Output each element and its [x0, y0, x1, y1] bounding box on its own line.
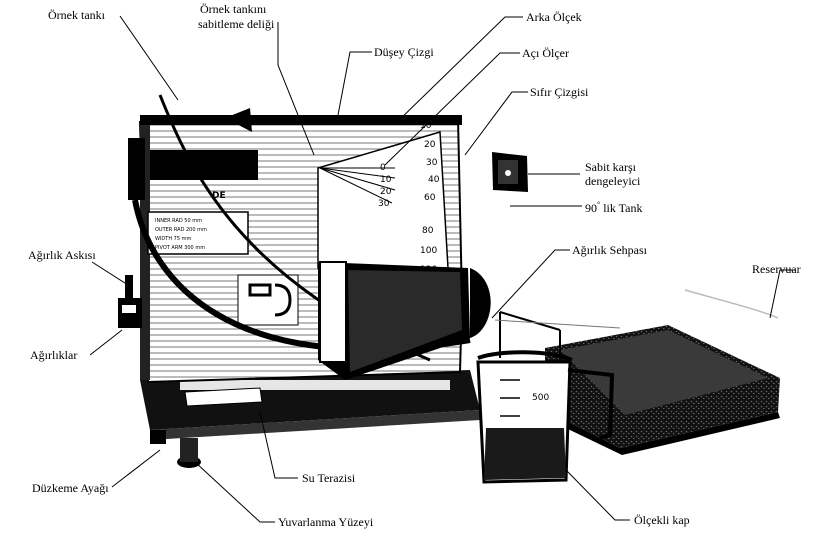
label-rolling-surface: Yuvarlanma Yüzeyi	[278, 515, 374, 529]
label-weights: Ağırlıklar	[30, 348, 78, 362]
angle-tick: 10	[380, 175, 392, 185]
tank-90-number: 90	[585, 201, 597, 215]
label-fixing-hole-line2: sabitleme deliği	[198, 17, 275, 31]
graduated-beaker: 500	[476, 350, 615, 484]
leveling-feet	[150, 430, 201, 468]
leader-reservoir	[769, 269, 795, 319]
spec-line: WIDTH 75 mm	[155, 236, 191, 242]
label-tank-90: 90° lik Tank	[585, 200, 643, 215]
panel-mark: DE	[212, 191, 226, 201]
back-scale-tick: 30	[426, 158, 438, 168]
angle-tick: 0	[380, 163, 386, 173]
tank-90-suffix: lik Tank	[600, 201, 643, 215]
back-scale-tick: 40	[428, 175, 440, 185]
back-scale-tick: 20	[424, 140, 436, 150]
beaker-mark: 500	[532, 393, 549, 403]
weight-hanger-group	[118, 275, 142, 328]
leader-water-level	[259, 411, 298, 479]
label-weight-stand: Ağırlık Sehpası	[572, 243, 647, 257]
label-water-level: Su Terazisi	[302, 471, 356, 485]
leader-zero-line	[464, 91, 528, 156]
label-reservoir: Reservuar	[752, 262, 801, 276]
label-back-scale: Arka Ölçek	[526, 10, 582, 24]
leader-rolling-surface	[194, 461, 275, 523]
leader-weight-stand	[491, 249, 570, 319]
back-scale-tick: 80	[422, 226, 434, 236]
label-vertical-line: Düşey Çizgi	[374, 45, 434, 59]
logo-mark	[237, 274, 299, 326]
leader-vertical-line	[337, 51, 372, 116]
angle-tick: 30	[378, 199, 390, 209]
counterbalance	[492, 152, 528, 192]
label-fixing-hole-line1: Örnek tankını	[200, 2, 267, 16]
spec-plate: INNER RAD 50 mm OUTER RAD 200 mm WIDTH 7…	[147, 211, 249, 255]
label-weight-hanger: Ağırlık Askısı	[28, 248, 96, 262]
leader-graduated-cup	[565, 469, 630, 521]
leader-lines	[89, 15, 795, 523]
base-frame	[140, 370, 480, 440]
leader-weight-hanger	[91, 261, 129, 286]
leader-weights	[89, 329, 123, 356]
leader-sample-tank	[119, 15, 179, 101]
spec-line: INNER RAD 50 mm	[155, 218, 202, 224]
label-leveling-foot: Düzkeme Ayağı	[32, 481, 109, 495]
back-scale-tick: 60	[424, 193, 436, 203]
label-graduated-cup: Ölçekli kap	[634, 513, 690, 527]
leader-back-scale	[393, 16, 523, 126]
leader-angle-gauge	[384, 52, 520, 166]
back-scale-tick: 100	[420, 246, 437, 256]
leader-fixing-hole	[277, 22, 315, 156]
leader-leveling-foot	[111, 449, 161, 488]
label-counterbalance-line1: Sabit karşı	[585, 160, 636, 174]
label-counterbalance-line2: dengeleyici	[585, 174, 641, 188]
back-scale-tick: 10	[420, 121, 432, 131]
tank-90	[318, 261, 491, 380]
spec-line: PIVOT ARM 300 mm	[155, 245, 205, 251]
angle-tick: 20	[380, 187, 392, 197]
label-zero-line: Sıfır Çizgisi	[530, 85, 589, 99]
spec-line: OUTER RAD 200 mm	[155, 227, 207, 233]
label-sample-tank: Örnek tankı	[48, 8, 105, 22]
label-angle-gauge: Açı Ölçer	[522, 46, 569, 60]
